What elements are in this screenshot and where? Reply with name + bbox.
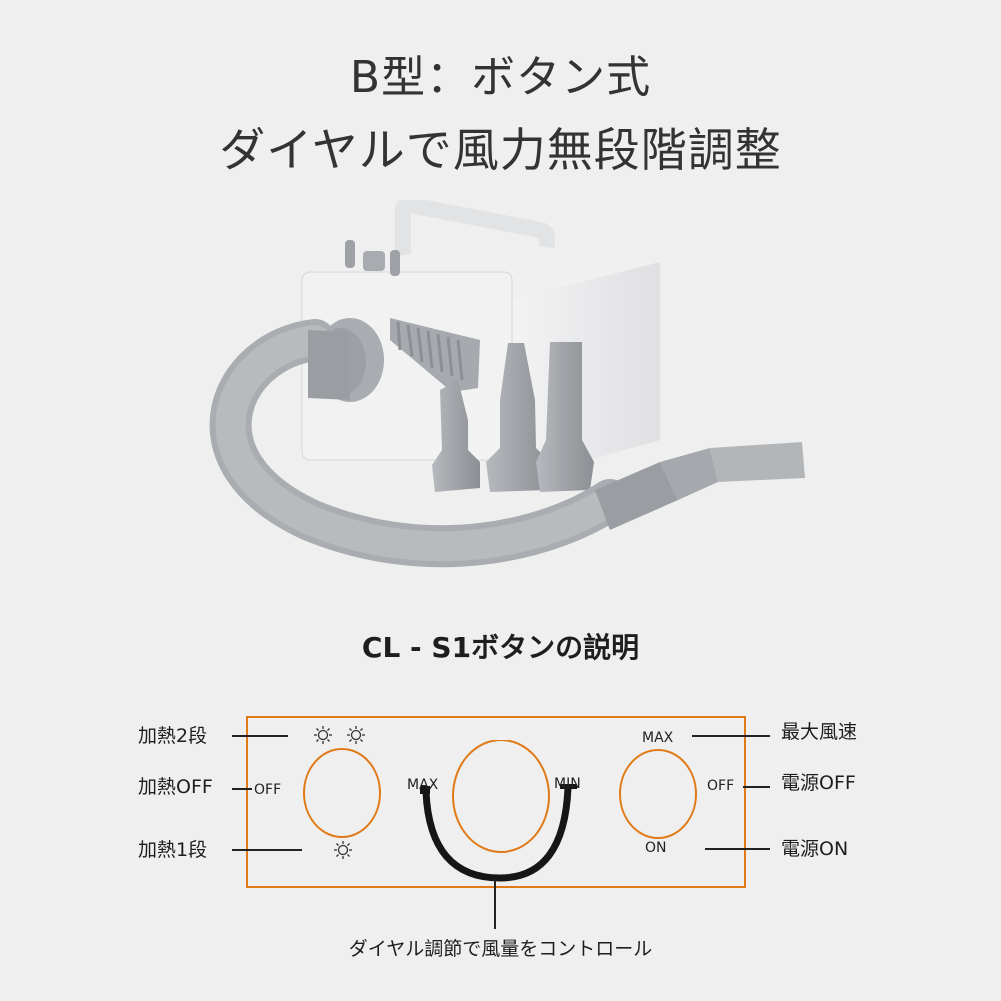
leader-line	[692, 735, 770, 737]
heater-off-label: OFF	[254, 782, 282, 798]
airflow-min-label: MIN	[554, 776, 581, 792]
leader-line	[494, 879, 496, 929]
dial-caption: ダイヤル調節で風量をコントロール	[348, 938, 653, 960]
label-power-off: 電源OFF	[781, 772, 856, 794]
power-dial	[619, 749, 697, 839]
heater-dial	[303, 748, 381, 838]
leader-line	[232, 788, 252, 790]
label-heat-level-2: 加熱2段	[138, 725, 208, 747]
airflow-dial	[420, 740, 577, 882]
power-max-label: MAX	[642, 730, 674, 746]
label-heat-off: 加熱OFF	[138, 776, 213, 798]
leader-line	[232, 735, 288, 737]
title-line-1: B型：ボタン式	[349, 52, 652, 103]
sun-icon	[314, 726, 332, 744]
panel-section-title: CL - S1ボタンの説明	[361, 631, 640, 664]
product-image	[209, 200, 805, 568]
leader-line	[705, 848, 770, 850]
power-off-label: OFF	[707, 778, 735, 794]
label-power-on: 電源ON	[781, 838, 849, 860]
label-max-wind-speed: 最大風速	[781, 721, 858, 743]
label-heat-level-1: 加熱1段	[138, 839, 208, 861]
sun-icon	[334, 841, 352, 859]
airflow-max-label: MAX	[407, 777, 439, 793]
sun-icon	[347, 726, 365, 744]
leader-line	[743, 786, 770, 788]
leader-line	[232, 849, 302, 851]
power-on-label: ON	[645, 840, 667, 856]
control-panel-diagram	[246, 716, 746, 888]
title-line-2: ダイヤルで風力無段階調整	[219, 123, 782, 177]
